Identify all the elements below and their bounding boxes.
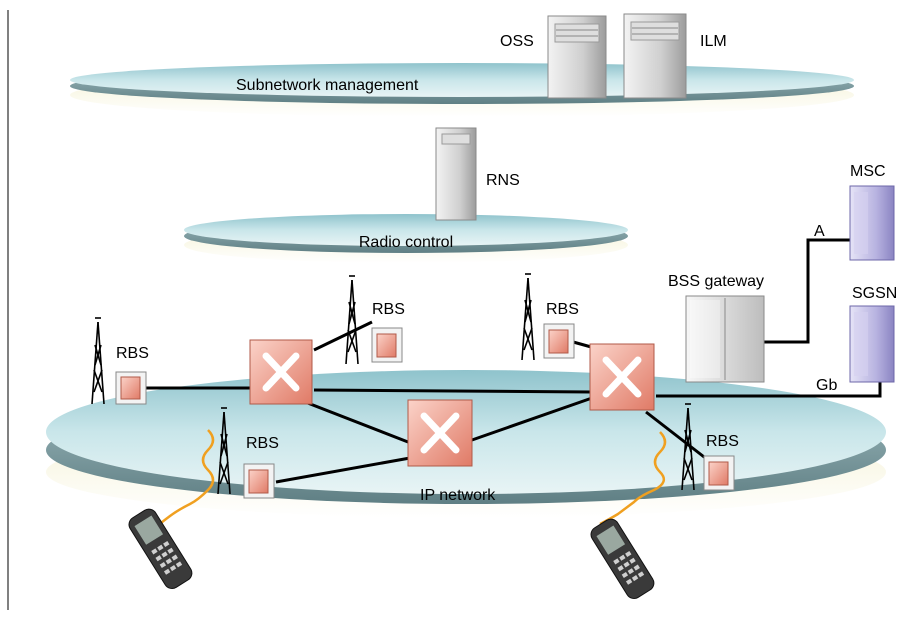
sgsn-server-icon — [849, 305, 895, 383]
rns-label: RNS — [486, 172, 520, 189]
rbs-tower-icon — [345, 275, 359, 365]
oss-label: OSS — [500, 33, 534, 50]
rbs-unit-icon — [703, 455, 735, 491]
oss-server-icon — [547, 15, 607, 99]
rbs-label: RBS — [372, 301, 405, 318]
network-links — [146, 238, 882, 484]
rbs-unit-icon — [243, 463, 275, 499]
router-icon — [249, 339, 313, 405]
radio-control-layer: Radio control — [184, 214, 628, 263]
rbs-label: RBS — [706, 433, 739, 450]
rbs-unit-icon — [371, 327, 403, 363]
mobile-phone-icon — [128, 508, 193, 590]
rbs-tower-icon — [91, 317, 105, 405]
sgsn-label: SGSN — [852, 285, 897, 302]
interface-gb-label: Gb — [816, 377, 837, 394]
bss-gateway-icon — [685, 295, 765, 383]
radio-control-label: Radio control — [359, 234, 453, 251]
router-icon — [407, 399, 473, 467]
rbs-unit-icon — [543, 323, 575, 359]
msc-server-icon — [849, 185, 895, 261]
router-icon — [589, 343, 655, 411]
rbs-label: RBS — [116, 345, 149, 362]
rbs-tower-icon — [217, 407, 231, 495]
rbs-tower-icon — [521, 273, 535, 361]
radio-wave-icon — [599, 431, 667, 526]
ilm-server-icon — [623, 13, 687, 99]
msc-label: MSC — [850, 163, 886, 180]
subnetwork-management-label: Subnetwork management — [236, 77, 419, 94]
rbs-unit-icon — [115, 371, 147, 405]
rbs-tower-icon — [681, 403, 695, 491]
rns-server-icon — [435, 127, 477, 221]
rbs-label: RBS — [546, 301, 579, 318]
subnetwork-management-layer: Subnetwork management — [70, 63, 854, 117]
ip-network-label: IP network — [420, 487, 496, 504]
radio-wave-icon — [151, 429, 215, 531]
mobile-phone-icon — [590, 518, 655, 600]
bss-gateway-label: BSS gateway — [668, 273, 764, 290]
interface-a-label: A — [814, 223, 825, 240]
rbs-label: RBS — [246, 435, 279, 452]
ilm-label: ILM — [700, 33, 727, 50]
